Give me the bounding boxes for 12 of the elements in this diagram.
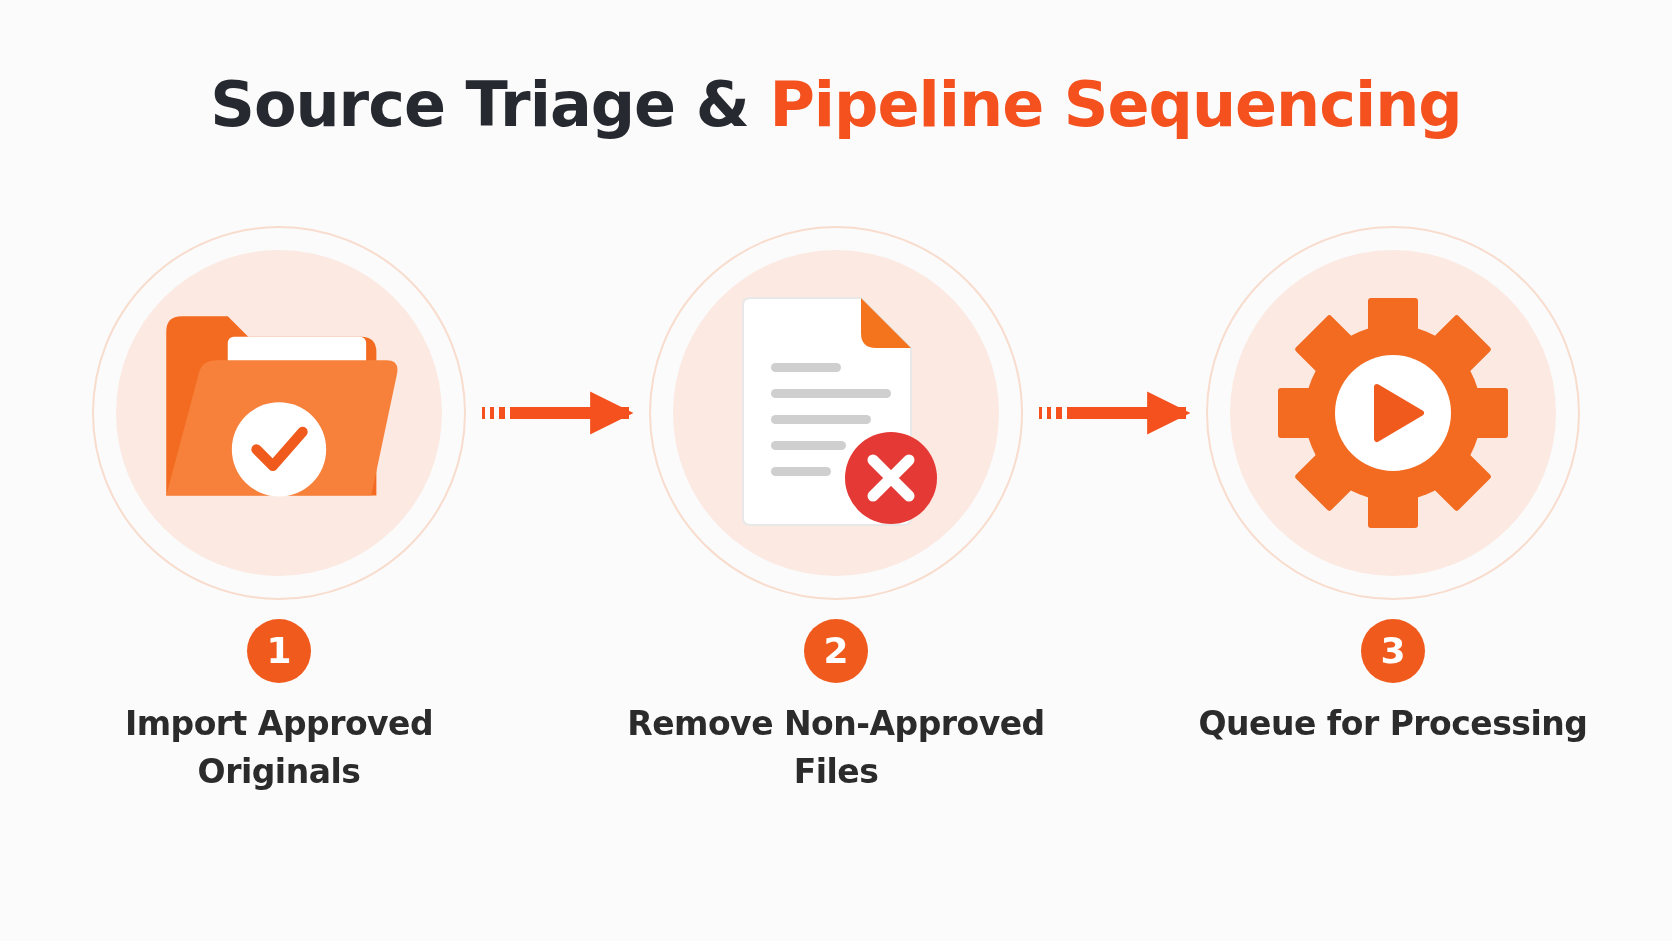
step-label: Remove Non-Approved Files [626, 703, 1046, 793]
step-label: Import Approved Originals [123, 703, 435, 793]
step-number: 3 [1361, 619, 1425, 683]
step-circle [92, 226, 466, 600]
arrow [482, 391, 634, 435]
step-number: 1 [247, 619, 311, 683]
arrow [1039, 391, 1191, 435]
title: Source Triage & Pipeline Sequencing [209, 68, 1463, 141]
step-number: 2 [804, 619, 868, 683]
step-label: Queue for Processing [1197, 703, 1589, 745]
step-circle [649, 226, 1023, 600]
step-circle [1206, 226, 1580, 600]
